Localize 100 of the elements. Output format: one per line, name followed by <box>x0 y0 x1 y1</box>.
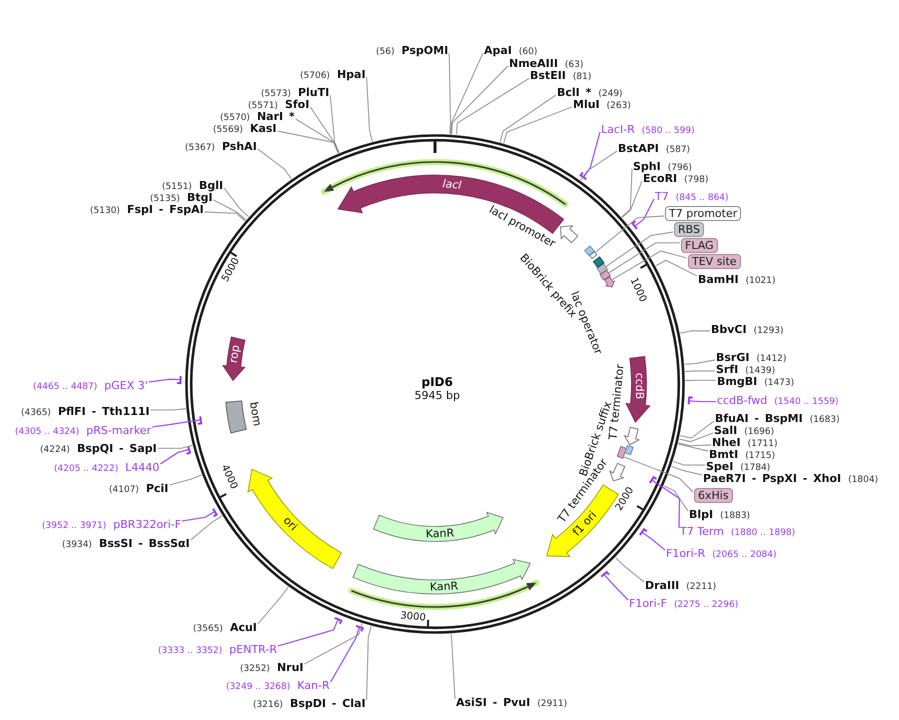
leader-line <box>310 106 340 154</box>
leader-line <box>168 474 202 486</box>
leader-line <box>622 180 642 218</box>
leader-line <box>663 486 688 512</box>
leader-line <box>580 132 601 180</box>
enzyme-name: FspI - FspAI <box>126 204 204 216</box>
cut-site-position: (1784) <box>740 462 770 472</box>
feature-label: KanR <box>429 580 458 594</box>
enzyme-name: NmeAIII <box>509 58 558 70</box>
leader-line <box>680 330 710 334</box>
enzyme-name: SalI <box>714 424 738 436</box>
feature-tag: 6xHis <box>694 488 733 502</box>
leader-line <box>670 466 702 476</box>
cut-site-position: (3934) <box>62 538 92 550</box>
primer-position: (4465 .. 4487) <box>33 380 98 392</box>
primer-name: pGEX 3' <box>104 380 148 392</box>
leader-line <box>456 78 530 135</box>
enzyme-name: AcuI <box>230 622 257 634</box>
leader-line <box>612 250 688 280</box>
cut-site-position: (1412) <box>756 352 786 364</box>
cut-site-position: (4224) <box>40 444 70 456</box>
leader-line <box>277 130 339 154</box>
cut-site-position: (1715) <box>745 450 776 462</box>
feature-label: ccdB <box>632 372 645 400</box>
cut-site-position: (3252) <box>240 662 270 674</box>
cut-site-position: (798) <box>684 174 708 186</box>
cut-site-position: (81) <box>572 71 592 83</box>
primer-name: pBR322ori-F <box>113 518 182 530</box>
cut-site-position: (2911) <box>537 698 568 710</box>
leader-line <box>213 200 246 220</box>
enzyme-name: PciI <box>146 482 168 494</box>
cut-site-position: (5706) <box>300 70 330 82</box>
enzyme-name: BmtI <box>709 448 738 460</box>
enzyme-name: SpeI <box>706 460 734 472</box>
leader-line <box>150 408 186 410</box>
primer-name: pENTR-R <box>229 644 277 656</box>
leader-line <box>190 515 223 540</box>
primer-position: (3249 .. 3268) <box>226 680 290 692</box>
enzyme-name: PspOMI <box>401 44 448 56</box>
leader-line <box>182 508 218 522</box>
feature-tag: TEV site <box>688 254 741 268</box>
leader-line <box>450 633 456 700</box>
enzyme-name: BsrGI <box>716 352 750 364</box>
leader-line <box>621 168 632 218</box>
enzyme-name: ApaI <box>484 44 512 56</box>
cut-site-position: (1711) <box>748 438 778 450</box>
cut-site-position: (60) <box>518 46 538 58</box>
leader-line <box>655 260 698 276</box>
primer-position: (580 .. 599) <box>642 124 695 136</box>
leader-line <box>638 528 666 550</box>
leader-line <box>615 557 644 582</box>
enzyme-name: BbvCI <box>711 324 747 336</box>
cut-site-position: (5570) <box>220 112 250 124</box>
enzyme-name: SphI <box>633 160 661 172</box>
enzyme-name: PaeR7I - PspXI - XhoI <box>703 472 842 484</box>
enzyme-name: SfoI <box>284 98 310 110</box>
enzyme-name: BtgI <box>186 192 213 204</box>
cut-site-position: (5367) <box>185 142 215 154</box>
cut-site-position: (3216) <box>253 698 283 710</box>
enzyme-name: AsiSI - PvuI <box>456 696 530 708</box>
cut-site-position: (1439) <box>745 364 776 376</box>
site-feature <box>596 263 608 274</box>
primer-position: (845 .. 864) <box>676 192 729 204</box>
enzyme-name: BlpI <box>689 508 714 520</box>
scale-label: 3000 <box>400 610 427 624</box>
primer-name: F1ori-R <box>666 548 706 560</box>
leader-line <box>632 198 654 230</box>
leader-line <box>580 150 618 181</box>
primer-name: L4440 <box>125 462 160 474</box>
enzyme-name: BglI <box>198 180 224 192</box>
plasmid-name: pID6 <box>422 375 453 389</box>
enzyme-name: PflFI - Tth111I <box>58 406 150 418</box>
enzyme-name: BstEII <box>530 70 566 82</box>
leader-line <box>451 66 508 135</box>
leader-line <box>600 570 628 600</box>
leader-line <box>684 370 716 372</box>
cut-site-position: (587) <box>666 144 690 156</box>
leader-line <box>684 380 716 381</box>
cut-site-position: (1293) <box>754 324 784 336</box>
leader-line <box>257 586 289 624</box>
enzyme-name: PshAI <box>222 140 257 152</box>
enzyme-name: BclI * <box>557 86 592 98</box>
feature-label: lacI <box>442 178 462 192</box>
enzyme-name: BmgBI <box>717 376 758 388</box>
enzyme-name: BstAPI <box>618 142 659 154</box>
enzyme-name: DraIII <box>645 580 680 592</box>
primer-position: (2065 .. 2084) <box>712 548 777 560</box>
cut-site-position: (249) <box>598 88 623 100</box>
cut-site-position: (4365) <box>21 406 51 418</box>
cut-site-position: (796) <box>668 162 692 172</box>
cut-site-position: (263) <box>606 100 631 112</box>
feature-tag: FLAG <box>681 238 718 252</box>
leader-line <box>278 616 342 647</box>
leader-line <box>448 52 451 134</box>
leader-line <box>204 212 246 222</box>
cut-site-position: (4107) <box>109 484 139 496</box>
cut-site-position: (1473) <box>764 376 794 388</box>
leader-line <box>152 415 202 428</box>
primer-name: LacI-R <box>601 124 635 136</box>
leader-line <box>330 624 364 682</box>
